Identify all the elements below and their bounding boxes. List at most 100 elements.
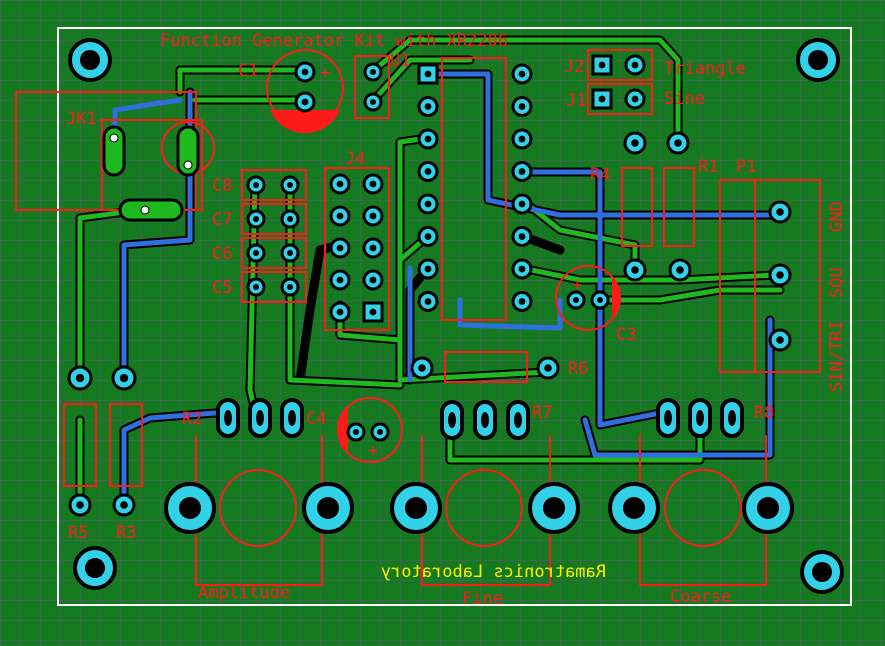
pad-j2-1-hole xyxy=(598,61,606,69)
bottom-traces xyxy=(112,71,778,508)
pad-r5-top-hole xyxy=(75,373,85,383)
jk1-pads xyxy=(102,125,200,222)
label-plus-c4: + xyxy=(368,441,378,461)
board-outline xyxy=(57,27,852,606)
label-c3: C3 xyxy=(616,325,636,345)
pad-j-out-2-hole xyxy=(674,139,682,147)
pad-j1-1-hole xyxy=(598,95,606,103)
pad-j4-b1-hole xyxy=(369,180,377,188)
pad-c-b3-hole xyxy=(286,283,294,291)
pad-j4-a2-hole xyxy=(336,212,344,220)
pad-u1-2-hole xyxy=(369,98,377,106)
pad-pot-1-hole xyxy=(179,497,201,519)
pad-c4-1-hole xyxy=(352,428,360,436)
pad-c-a3-hole xyxy=(252,283,260,291)
trimmer-pads xyxy=(216,398,744,440)
pad-r6-1-hole xyxy=(418,364,426,372)
label-c4: C4 xyxy=(306,409,326,429)
pad-j4-a4-hole xyxy=(336,276,344,284)
board-title: Function Generator Kit with XR2206 xyxy=(160,31,508,51)
pad-r8-1-hole xyxy=(696,410,704,426)
pad-pot-2-hole xyxy=(317,497,339,519)
label-c7: C7 xyxy=(212,210,232,230)
pad-r7-1-hole xyxy=(481,412,489,428)
pad-p1-sin-hole xyxy=(776,336,784,344)
label-gnd: GND xyxy=(827,201,847,232)
pad-j4-b2-hole xyxy=(369,212,377,220)
pad-ic-right-1-hole xyxy=(518,70,526,78)
pad-r4-hole xyxy=(631,266,639,274)
component-pads xyxy=(67,54,794,534)
label-amplitude: Amplitude xyxy=(198,583,290,603)
label-plus-c1: + xyxy=(320,63,330,83)
label-r4: R4 xyxy=(590,165,610,185)
pad-r1-hole xyxy=(676,266,684,274)
pad-r3-bot-hole xyxy=(120,501,128,509)
pad-p1-gnd-hole xyxy=(776,208,784,216)
label-j4: J4 xyxy=(345,149,365,169)
pad-p1-squ-hole xyxy=(776,271,784,279)
label-r2: R2 xyxy=(182,409,202,429)
pad-r5-bot-hole xyxy=(76,501,84,509)
pad-ic-right-3-hole xyxy=(518,135,526,143)
pad-j4-a1-hole xyxy=(336,180,344,188)
pad-r8-2-hole xyxy=(728,410,736,426)
pad-c-a0-hole xyxy=(252,181,260,189)
pad-ic-right-7-hole xyxy=(518,265,526,273)
pad-ic-right-6-hole xyxy=(518,233,526,240)
label-r7: R7 xyxy=(532,403,552,423)
pad-ic-right-5-hole xyxy=(518,200,526,208)
pad-pot-6-hole xyxy=(757,497,779,519)
label-j1: J1 xyxy=(566,91,586,111)
pad-ic-right-4-hole xyxy=(518,168,526,175)
pad-r2-2-hole xyxy=(288,410,296,426)
pad-c4-2-hole xyxy=(376,428,384,436)
pad-c-a2-hole xyxy=(252,249,260,257)
pad-c3-2-hole xyxy=(596,296,604,304)
pad-ic-left-7-hole xyxy=(424,265,432,273)
label-fine: Fine xyxy=(462,589,503,609)
label-sine: Sine xyxy=(664,89,705,109)
pad-u1-1-hole xyxy=(369,68,377,76)
label-c5: C5 xyxy=(212,278,232,298)
label-squ: SQU xyxy=(827,267,847,298)
pad-j-out-1-hole xyxy=(631,139,639,147)
pad-j4-b4-hole xyxy=(369,276,377,284)
label-coarse: Coarse xyxy=(670,587,731,607)
label-jk1: JK1 xyxy=(66,109,97,129)
label-r8: R8 xyxy=(754,403,774,423)
label-u1: U1 xyxy=(390,51,410,71)
pad-j4-b5-hole xyxy=(369,308,377,316)
label-r1: R1 xyxy=(698,157,718,177)
brand-text: Ramatronics Laboratory xyxy=(381,562,606,582)
label-triangle: Triangle xyxy=(664,59,746,79)
pad-c-b2-hole xyxy=(286,249,294,257)
label-c6: C6 xyxy=(212,244,232,264)
label-c8: C8 xyxy=(212,176,232,196)
pad-ic-left-3-hole xyxy=(424,135,432,143)
pads xyxy=(68,38,844,594)
pad-j4-a5-hole xyxy=(336,308,344,316)
pad-j1-2-hole xyxy=(631,95,639,103)
pad-c-a1-hole xyxy=(252,215,260,223)
pad-r6-2-hole xyxy=(544,364,552,372)
pad-pot-3-hole xyxy=(405,497,427,519)
pad-r2-0-hole xyxy=(224,410,232,426)
label-r3: R3 xyxy=(116,523,136,543)
label-j2: J2 xyxy=(564,57,584,77)
label-sin-tri: SIN/TRI xyxy=(827,320,847,392)
pad-j2-2-hole xyxy=(631,61,639,69)
pad-j4-a3-hole xyxy=(336,244,344,252)
pad-r2-1-hole xyxy=(256,410,264,426)
pad-c1-minus-hole xyxy=(301,98,309,106)
pad-c3-1-hole xyxy=(572,296,580,304)
label-r5: R5 xyxy=(68,523,88,543)
pad-c-b0-hole xyxy=(286,181,294,189)
pad-r7-2-hole xyxy=(514,412,522,428)
pad-c-b1-hole xyxy=(286,215,294,223)
label-c1: C1 xyxy=(238,61,258,81)
pad-j4-b3-hole xyxy=(369,244,377,252)
pad-ic-left-8-hole xyxy=(424,298,432,305)
pad-r7-0-hole xyxy=(448,412,456,428)
